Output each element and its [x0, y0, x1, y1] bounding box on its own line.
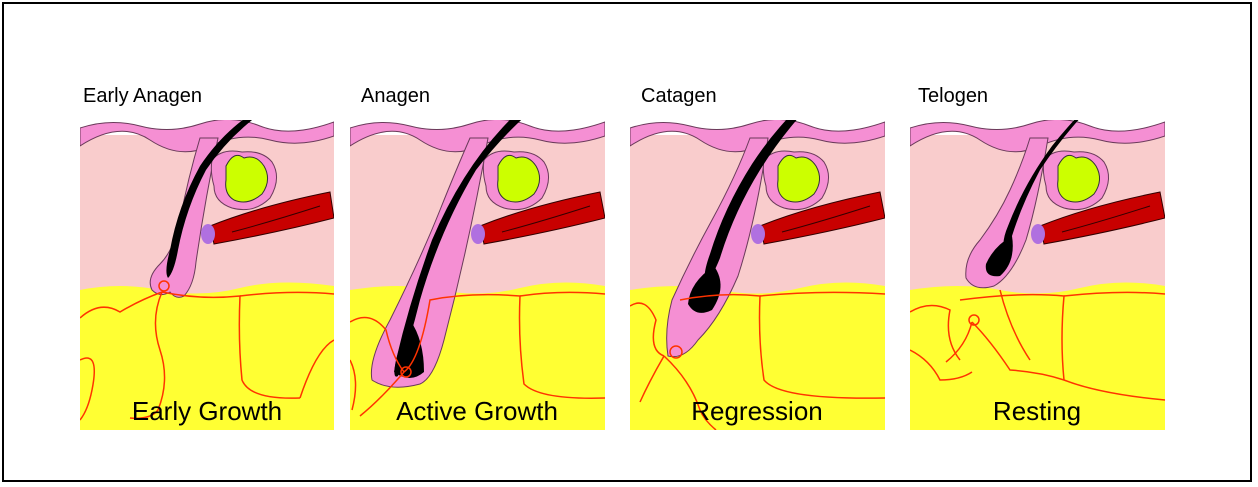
panel-early-anagen	[80, 92, 334, 430]
panel-catagen	[630, 46, 885, 430]
caption-regression: Regression	[637, 398, 877, 424]
bulge	[471, 224, 485, 244]
caption-early-growth: Early Growth	[87, 398, 327, 424]
bulge	[201, 224, 215, 244]
caption-active-growth: Active Growth	[357, 398, 597, 424]
bulge	[1031, 224, 1045, 244]
caption-resting: Resting	[917, 398, 1157, 424]
panel-anagen	[350, 62, 605, 430]
panel-telogen	[910, 70, 1165, 430]
bulge	[751, 224, 765, 244]
